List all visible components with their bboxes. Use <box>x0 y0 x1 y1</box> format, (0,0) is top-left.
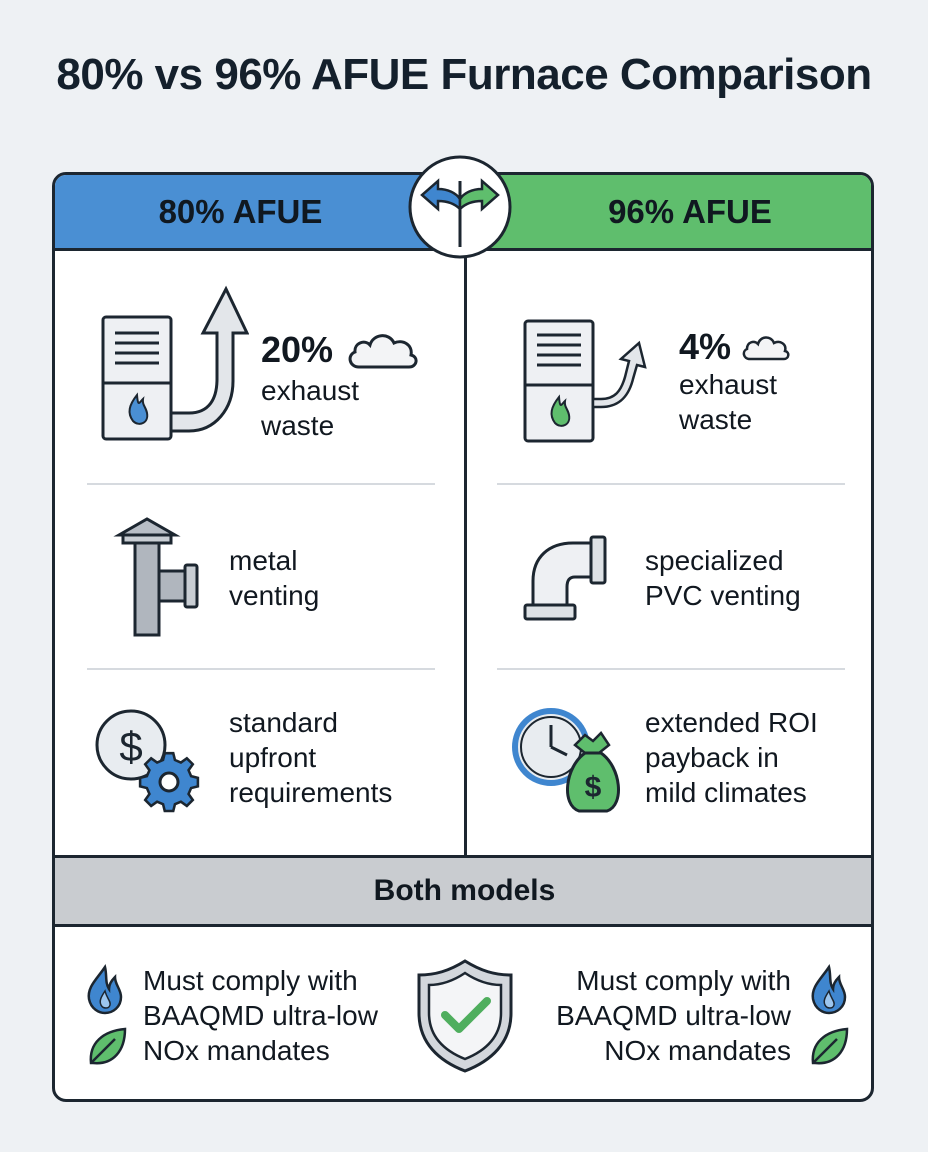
row-separator <box>497 668 845 670</box>
shield-check-icon <box>417 959 513 1073</box>
exhaust-percent-96: 4% <box>679 326 732 367</box>
exhaust-line2-80: waste <box>261 410 335 441</box>
exhaust-line1-80: exhaust <box>261 375 360 406</box>
cost-line2-80: upfront <box>229 742 317 773</box>
venting-line1-80: metal <box>229 545 298 576</box>
cloud-small-icon <box>742 336 790 361</box>
cost-line3-80: requirements <box>229 777 393 808</box>
column-divider <box>464 251 467 855</box>
exhaust-line1-96: exhaust <box>679 369 778 400</box>
compliance-left-line1: Must comply with <box>143 965 358 996</box>
compliance-left-line3: NOx mandates <box>143 1035 330 1066</box>
svg-text:$: $ <box>585 771 602 804</box>
compliance-right-line3: NOx mandates <box>604 1035 791 1066</box>
both-models-label: Both models <box>373 874 556 907</box>
header-80-afue: 80% AFUE <box>55 175 466 251</box>
venting-line2-96: PVC venting <box>645 580 801 611</box>
row-separator <box>497 483 845 485</box>
cost-line1-80: standard <box>229 707 338 738</box>
header-80-label: 80% AFUE <box>158 192 323 230</box>
exhaust-text-80: 20% exhaust waste <box>261 327 421 443</box>
exhaust-percent-80: 20% <box>261 329 334 370</box>
venting-text-96: specialized PVC venting <box>645 543 801 613</box>
cost-text-80: standard upfront requirements <box>229 705 392 810</box>
cost-line3-96: mild climates <box>645 777 807 808</box>
both-models-header: Both models <box>55 855 871 927</box>
furnace-large-exhaust-icon <box>101 285 249 441</box>
flame-icon <box>811 963 847 1015</box>
compliance-right-line1: Must comply with <box>576 965 791 996</box>
venting-text-80: metal venting <box>229 543 319 613</box>
exhaust-text-96: 4% exhaust waste <box>679 327 791 437</box>
svg-text:$: $ <box>119 723 142 770</box>
dollar-gear-icon: $ <box>95 709 200 813</box>
compliance-left-line2: BAAQMD ultra-low <box>143 1000 378 1031</box>
pvc-elbow-pipe-icon <box>523 535 607 621</box>
compliance-text-right: Must comply with BAAQMD ultra-low NOx ma… <box>527 963 791 1068</box>
cost-line1-96: extended ROI <box>645 707 818 738</box>
header-96-label: 96% AFUE <box>608 192 772 230</box>
venting-line1-96: specialized <box>645 545 784 576</box>
row-separator <box>87 483 435 485</box>
cost-line2-96: payback in <box>645 742 779 773</box>
metal-vent-pipe-icon <box>113 517 199 637</box>
leaf-icon <box>811 1027 849 1065</box>
cloud-icon <box>348 334 418 369</box>
compare-arrows-icon <box>408 155 512 259</box>
exhaust-line2-96: waste <box>679 404 753 435</box>
leaf-icon <box>89 1027 127 1065</box>
compliance-right-line2: BAAQMD ultra-low <box>556 1000 791 1031</box>
flame-icon <box>87 963 123 1015</box>
header-96-afue: 96% AFUE <box>466 175 871 251</box>
comparison-card: 80% AFUE 96% AFUE 20% exhaust waste <box>52 172 874 1102</box>
clock-money-bag-icon: $ <box>512 708 620 813</box>
venting-line2-80: venting <box>229 580 320 611</box>
furnace-small-exhaust-icon <box>523 319 647 443</box>
cost-text-96: extended ROI payback in mild climates <box>645 705 818 810</box>
compliance-text-left: Must comply with BAAQMD ultra-low NOx ma… <box>143 963 378 1068</box>
page-title: 80% vs 96% AFUE Furnace Comparison <box>56 50 872 99</box>
row-separator <box>87 668 435 670</box>
